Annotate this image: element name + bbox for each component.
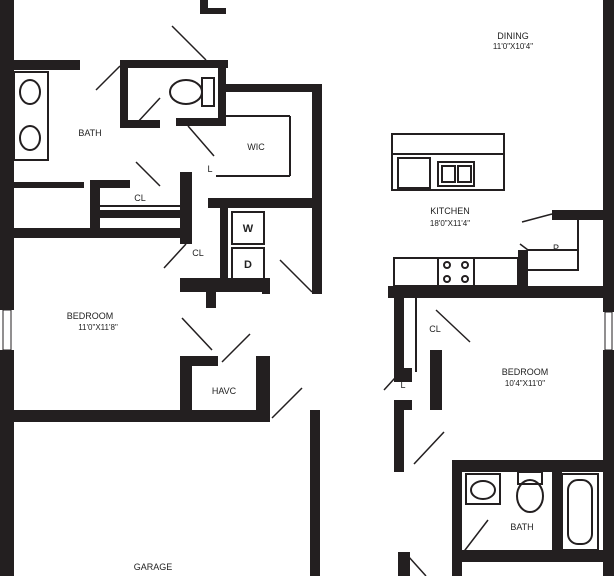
washer-label: W <box>243 223 254 235</box>
labels: DINING 11'0"X10'4" BATH WIC L CL W D CL … <box>67 31 559 572</box>
bedroom-right-label: BEDROOM <box>502 367 549 377</box>
bedroom-right-dimensions: 10'4"X11'0" <box>505 379 545 388</box>
pantry-label: P <box>553 243 559 253</box>
linen-right-label: L <box>400 380 405 390</box>
dining-label: DINING <box>497 31 529 41</box>
closet-top-label: CL <box>134 193 146 203</box>
havc-label: HAVC <box>212 386 237 396</box>
kitchen-dimensions: 18'0"X11'4" <box>430 219 470 228</box>
wic-label: WIC <box>247 142 265 152</box>
closet-right-label: CL <box>429 324 441 334</box>
dining-dimensions: 11'0"X10'4" <box>493 42 533 51</box>
bath-bottom-label: BATH <box>510 522 533 532</box>
bath-top-label: BATH <box>78 128 101 138</box>
kitchen-label: KITCHEN <box>430 206 470 216</box>
doors <box>95 25 553 576</box>
garage-label: GARAGE <box>134 562 173 572</box>
fixtures <box>13 71 599 551</box>
dryer-label: D <box>244 259 252 271</box>
bedroom-left-label: BEDROOM <box>67 311 114 321</box>
laundry-closet-label: CL <box>192 248 204 258</box>
linen-top-label: L <box>207 164 212 174</box>
bedroom-left-dimensions: 11'0"X11'8" <box>78 323 118 332</box>
